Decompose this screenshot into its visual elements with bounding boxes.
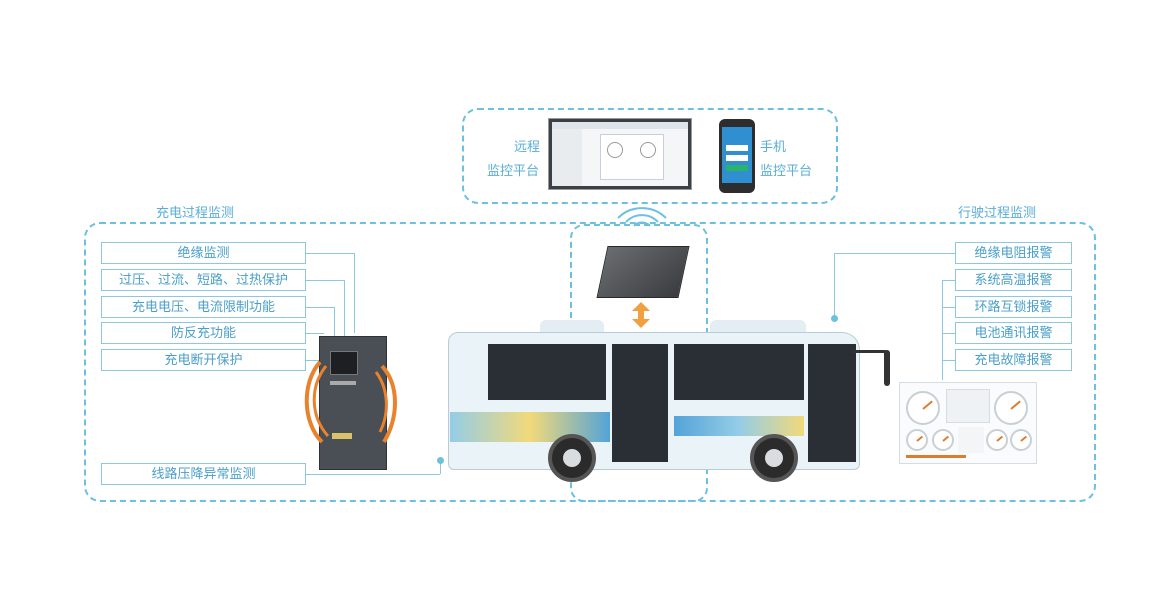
connector-line [942,360,955,361]
driving-item-high-temp: 系统高温报警 [955,269,1072,291]
mobile-phone [719,119,755,193]
electric-bus [448,320,892,488]
remote-platform-line2: 监控平台 [487,164,540,179]
driving-group-title: 行驶过程监测 [958,206,1037,221]
driving-item-battery-comm: 电池通讯报警 [955,322,1072,344]
charging-item-disconnect: 充电断开保护 [101,349,306,371]
connector-dot [437,457,444,464]
mobile-platform-line2: 监控平台 [760,164,813,179]
connector-line [306,280,344,281]
monitoring-device [596,246,690,298]
remote-monitor-screen [548,118,692,190]
charging-item-insulation: 绝缘监测 [101,242,306,264]
remote-platform-label: 远程 监控平台 [486,136,540,184]
connector-line [306,474,440,475]
connector-line [942,280,955,281]
connector-line [354,253,355,333]
connector-line [942,307,955,308]
connector-line [834,253,835,317]
bidirectional-arrow-icon [632,302,650,328]
connector-line [344,280,345,336]
line-voltage-drop-item: 线路压降异常监测 [101,463,306,485]
charging-cable-icon [304,360,397,444]
charging-item-protection: 过压、过流、短路、过热保护 [101,269,306,291]
connector-line [306,333,324,334]
connector-line [834,253,955,254]
connector-line [306,307,334,308]
connector-line [334,307,335,339]
connector-line [306,360,320,361]
charging-item-limit: 充电电压、电流限制功能 [101,296,306,318]
mobile-platform-label: 手机 监控平台 [760,136,812,184]
mobile-platform-line1: 手机 [760,140,787,155]
connector-line [440,462,441,474]
monitoring-dashboard [899,382,1037,464]
platform-group-frame [462,108,838,204]
driving-item-insulation-resistance: 绝缘电阻报警 [955,242,1072,264]
driving-item-charge-fault: 充电故障报警 [955,349,1072,371]
connector-line [942,280,943,380]
driving-item-interlock: 环路互锁报警 [955,296,1072,318]
remote-platform-line1: 远程 [514,140,541,155]
charging-group-title: 充电过程监测 [156,206,235,221]
connector-dot [831,315,838,322]
connector-line [942,333,955,334]
charging-item-anti-reverse: 防反充功能 [101,322,306,344]
connector-line [306,253,354,254]
